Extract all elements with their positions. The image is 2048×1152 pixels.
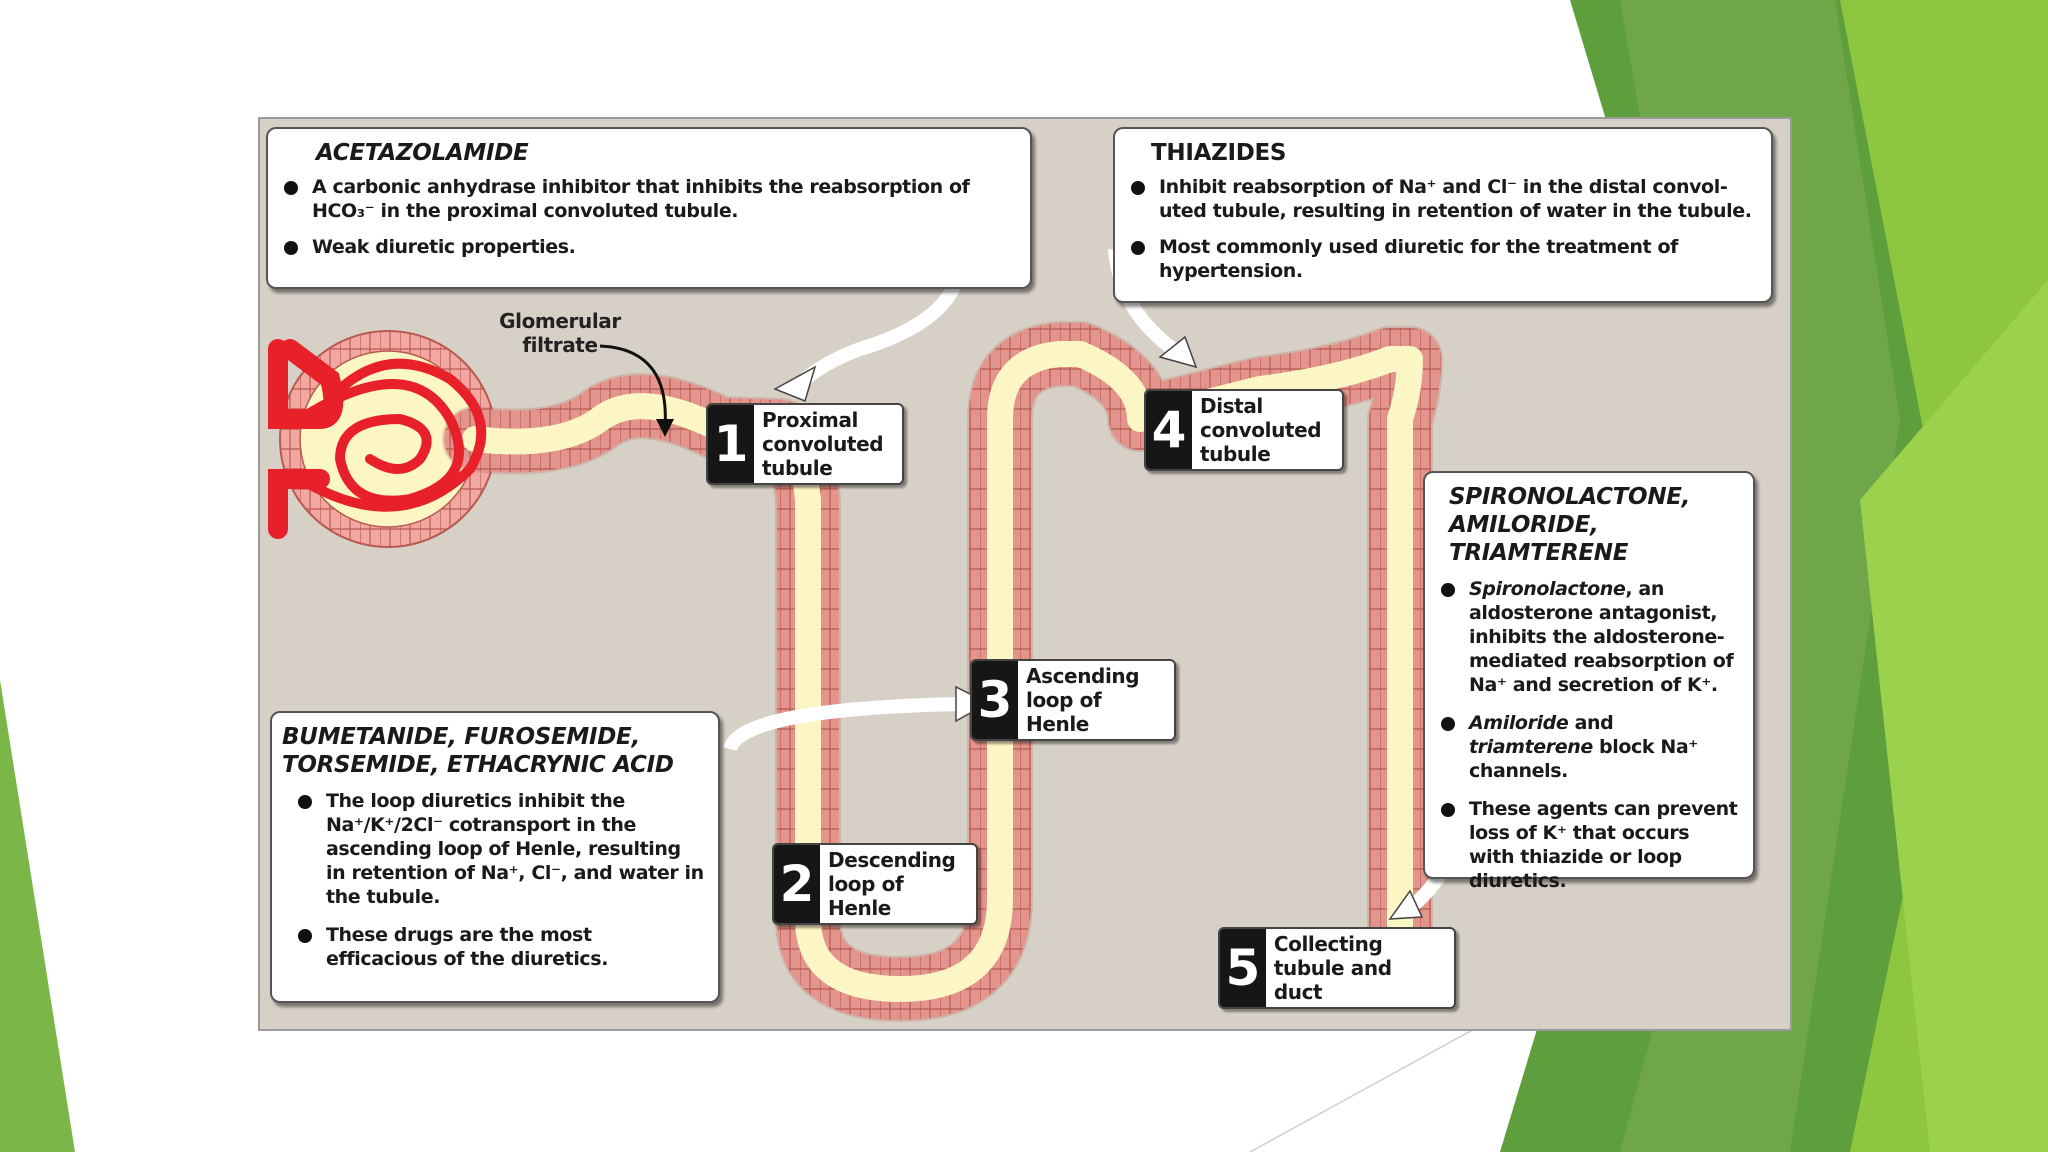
callout-title: BUMETANIDE, FUROSEMIDE, TORSEMIDE, ETHAC… — [282, 724, 674, 778]
callout-acetazolamide: ACETAZOLAMIDE A carbonic anhydrase inhib… — [266, 127, 1032, 289]
callout-title: ACETAZOLAMIDE — [316, 140, 529, 166]
bullet-rest: block Na⁺ channels. — [1469, 736, 1698, 782]
bullet-text: Amiloride and triamterene block Na⁺ chan… — [1439, 711, 1739, 783]
arrow-potassium-sparing-head — [1388, 889, 1424, 920]
segment-label-4: 4 Distal convoluted tubule — [1144, 389, 1344, 471]
segment-number: 5 — [1220, 929, 1266, 1007]
bullet-text: These agents can prevent loss of K⁺ that… — [1439, 797, 1739, 893]
green-shape-right-bright — [1860, 280, 2048, 1152]
callout-title: THIAZIDES — [1151, 140, 1287, 166]
arrow-loop — [723, 697, 961, 752]
bullet-text: Spironolactone, an aldosterone antagonis… — [1439, 577, 1739, 697]
segment-text: Descending loop of Henle — [828, 848, 956, 920]
glomerulus — [268, 339, 487, 539]
drug-name-spironolactone: Spironolactone — [1469, 578, 1626, 600]
arrow-glomerular-filtrate-head — [656, 419, 674, 437]
segment-number: 1 — [708, 405, 754, 483]
segment-label-1: 1 Proximal convoluted tubule — [706, 403, 904, 485]
bullet-text: Most commonly used diuretic for the trea… — [1129, 235, 1739, 283]
arrow-acetazolamide-head — [773, 365, 817, 403]
glomerular-filtrate-label: Glomerular filtrate — [499, 309, 621, 357]
arrow-glomerular-filtrate — [599, 344, 667, 428]
nephron-drawing — [268, 248, 1477, 1022]
drug-name-triamterene: triamterene — [1469, 736, 1593, 758]
bullet-mid: and — [1568, 712, 1614, 734]
segment-label-5: 5 Collecting tubule and duct — [1218, 927, 1456, 1009]
callout-thiazides: THIAZIDES Inhibit reabsorption of Na⁺ an… — [1113, 127, 1773, 303]
segment-text: Ascending loop of Henle — [1026, 664, 1140, 736]
segment-text: Proximal convoluted tubule — [762, 408, 884, 480]
segment-label-2: 2 Descending loop of Henle — [772, 843, 978, 925]
callout-potassium-sparing: SPIRONOLACTONE, AMILORIDE, TRIAMTERENE S… — [1423, 471, 1755, 892]
bullet-text: Weak diuretic properties. — [282, 235, 1016, 259]
callout-title: SPIRONOLACTONE, AMILORIDE, TRIAMTERENE — [1449, 484, 1691, 566]
drug-name-amiloride: Amiloride — [1469, 712, 1569, 734]
callout-loop-diuretics: BUMETANIDE, FUROSEMIDE, TORSEMIDE, ETHAC… — [270, 711, 720, 1003]
bullet-text: The loop diuretics inhibit the Na⁺/K⁺/2C… — [296, 789, 706, 909]
bullet-text: These drugs are the most efficacious of … — [296, 923, 706, 971]
bullet-text: A carbonic anhydrase inhibitor that inhi… — [282, 175, 1002, 223]
segment-label-3: 3 Ascending loop of Henle — [970, 659, 1176, 741]
nephron-diagram: ACETAZOLAMIDE A carbonic anhydrase inhib… — [258, 117, 1792, 1031]
arrow-thiazides-head — [1158, 335, 1198, 369]
bullet-rest: , an aldosterone antagonist, inhibits th… — [1469, 578, 1734, 696]
green-shape-left — [0, 680, 75, 1152]
segment-text: Collecting tubule and duct — [1273, 932, 1392, 1004]
bullet-text: Inhibit reabsorption of Na⁺ and Cl⁻ in t… — [1129, 175, 1759, 223]
tubule-lumen — [462, 341, 1423, 1002]
segment-number: 3 — [972, 661, 1018, 739]
segment-number: 4 — [1146, 391, 1192, 469]
segment-text: Distal convoluted tubule — [1200, 394, 1322, 466]
segment-number: 2 — [774, 845, 820, 923]
